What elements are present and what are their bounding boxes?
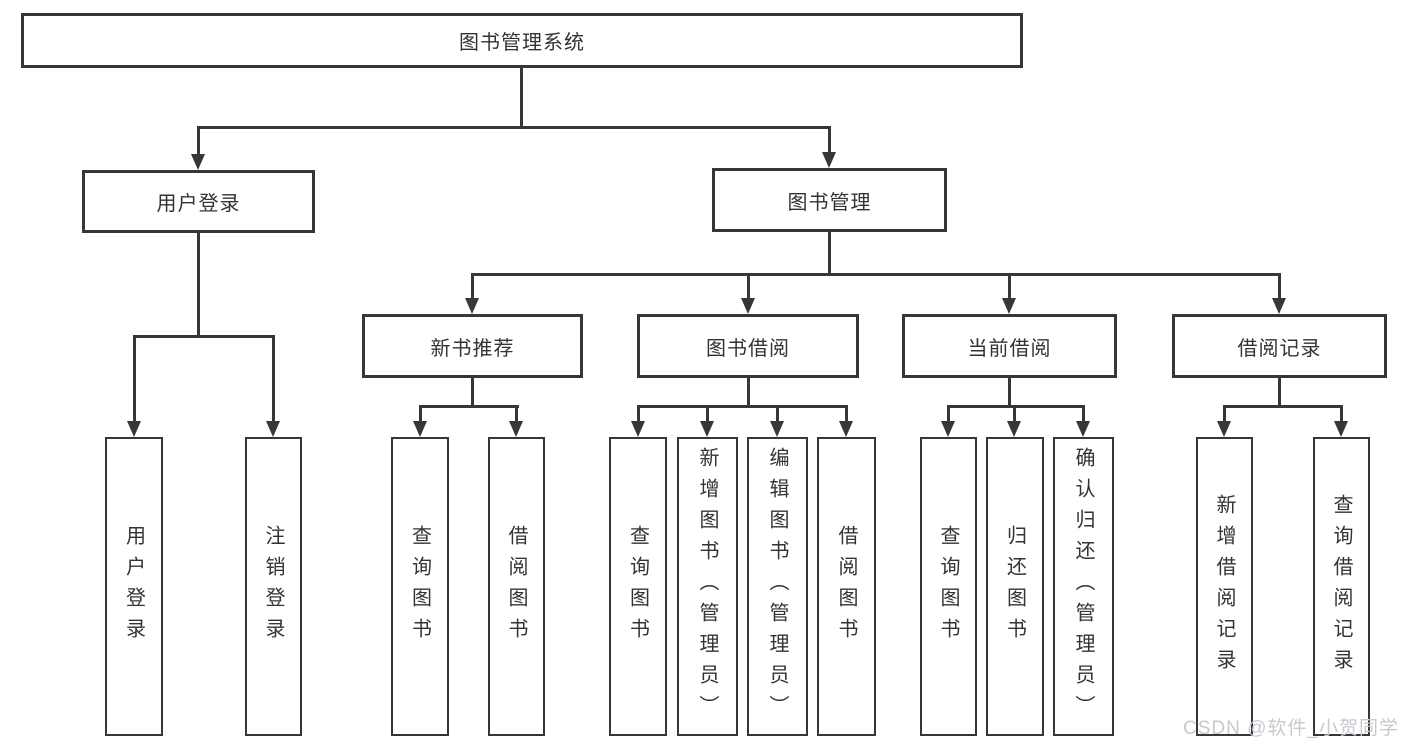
- connector-line: [1008, 378, 1011, 408]
- node-new-book-recommend: 新书推荐: [362, 314, 583, 378]
- arrow-down-icon: [770, 421, 784, 437]
- connector-line: [1082, 405, 1085, 423]
- node-borrowing-records: 借阅记录: [1172, 314, 1387, 378]
- connector-line: [637, 405, 640, 423]
- connector-line: [133, 335, 136, 423]
- connector-line: [947, 405, 1085, 408]
- connector-line: [1013, 405, 1016, 423]
- connector-line: [272, 335, 275, 423]
- arrow-down-icon: [941, 421, 955, 437]
- node-leaf-add-books-admin: 新增图书（管理员）: [677, 437, 738, 736]
- connector-line: [1223, 405, 1226, 423]
- connector-line: [471, 273, 1281, 276]
- connector-line: [1278, 273, 1281, 301]
- node-leaf-query-books-borrowing: 查询图书: [609, 437, 667, 736]
- node-book-management: 图书管理: [712, 168, 947, 232]
- node-leaf-query-books-current: 查询图书: [920, 437, 977, 736]
- arrow-down-icon: [1007, 421, 1021, 437]
- arrow-down-icon: [1272, 298, 1286, 314]
- arrow-down-icon: [700, 421, 714, 437]
- node-leaf-query-borrow-record: 查询借阅记录: [1313, 437, 1370, 736]
- arrow-down-icon: [509, 421, 523, 437]
- arrow-down-icon: [191, 154, 205, 170]
- node-leaf-user-login: 用户登录: [105, 437, 163, 736]
- connector-line: [747, 273, 750, 301]
- connector-line: [197, 126, 200, 158]
- node-leaf-add-borrow-record: 新增借阅记录: [1196, 437, 1253, 736]
- node-book-borrowing: 图书借阅: [637, 314, 859, 378]
- arrow-down-icon: [741, 298, 755, 314]
- arrow-down-icon: [1217, 421, 1231, 437]
- arrow-down-icon: [1076, 421, 1090, 437]
- node-leaf-query-books-recommend: 查询图书: [391, 437, 449, 736]
- node-leaf-edit-books-admin: 编辑图书（管理员）: [747, 437, 808, 736]
- connector-line: [197, 233, 200, 338]
- connector-line: [471, 378, 474, 408]
- arrow-down-icon: [465, 298, 479, 314]
- node-user-login: 用户登录: [82, 170, 315, 233]
- connector-line: [845, 405, 848, 423]
- connector-line: [471, 273, 474, 301]
- node-leaf-logout: 注销登录: [245, 437, 302, 736]
- connector-line: [1223, 405, 1343, 408]
- connector-line: [419, 405, 422, 423]
- connector-line: [1008, 273, 1011, 301]
- connector-line: [419, 405, 519, 408]
- node-leaf-borrow-books-recommend: 借阅图书: [488, 437, 545, 736]
- connector-line: [747, 378, 750, 408]
- connector-line: [776, 405, 779, 423]
- connector-line: [133, 335, 275, 338]
- arrow-down-icon: [266, 421, 280, 437]
- connector-line: [1278, 378, 1281, 408]
- csdn-watermark: CSDN @软件_小贺同学: [1183, 718, 1399, 739]
- arrow-down-icon: [1334, 421, 1348, 437]
- arrow-down-icon: [413, 421, 427, 437]
- connector-line: [706, 405, 709, 423]
- arrow-down-icon: [822, 152, 836, 168]
- node-leaf-borrow-books: 借阅图书: [817, 437, 876, 736]
- arrow-down-icon: [1002, 298, 1016, 314]
- connector-line: [637, 405, 848, 408]
- connector-line: [828, 232, 831, 276]
- node-leaf-confirm-return-admin: 确认归还（管理员）: [1053, 437, 1114, 736]
- connector-line: [1340, 405, 1343, 423]
- node-root-library-system: 图书管理系统: [21, 13, 1023, 68]
- node-leaf-return-books: 归还图书: [986, 437, 1044, 736]
- connector-line: [197, 126, 831, 129]
- connector-line: [947, 405, 950, 423]
- arrow-down-icon: [127, 421, 141, 437]
- connector-line: [515, 405, 518, 423]
- node-current-borrowing: 当前借阅: [902, 314, 1117, 378]
- connector-line: [828, 126, 831, 156]
- arrow-down-icon: [839, 421, 853, 437]
- arrow-down-icon: [631, 421, 645, 437]
- connector-line: [520, 68, 523, 129]
